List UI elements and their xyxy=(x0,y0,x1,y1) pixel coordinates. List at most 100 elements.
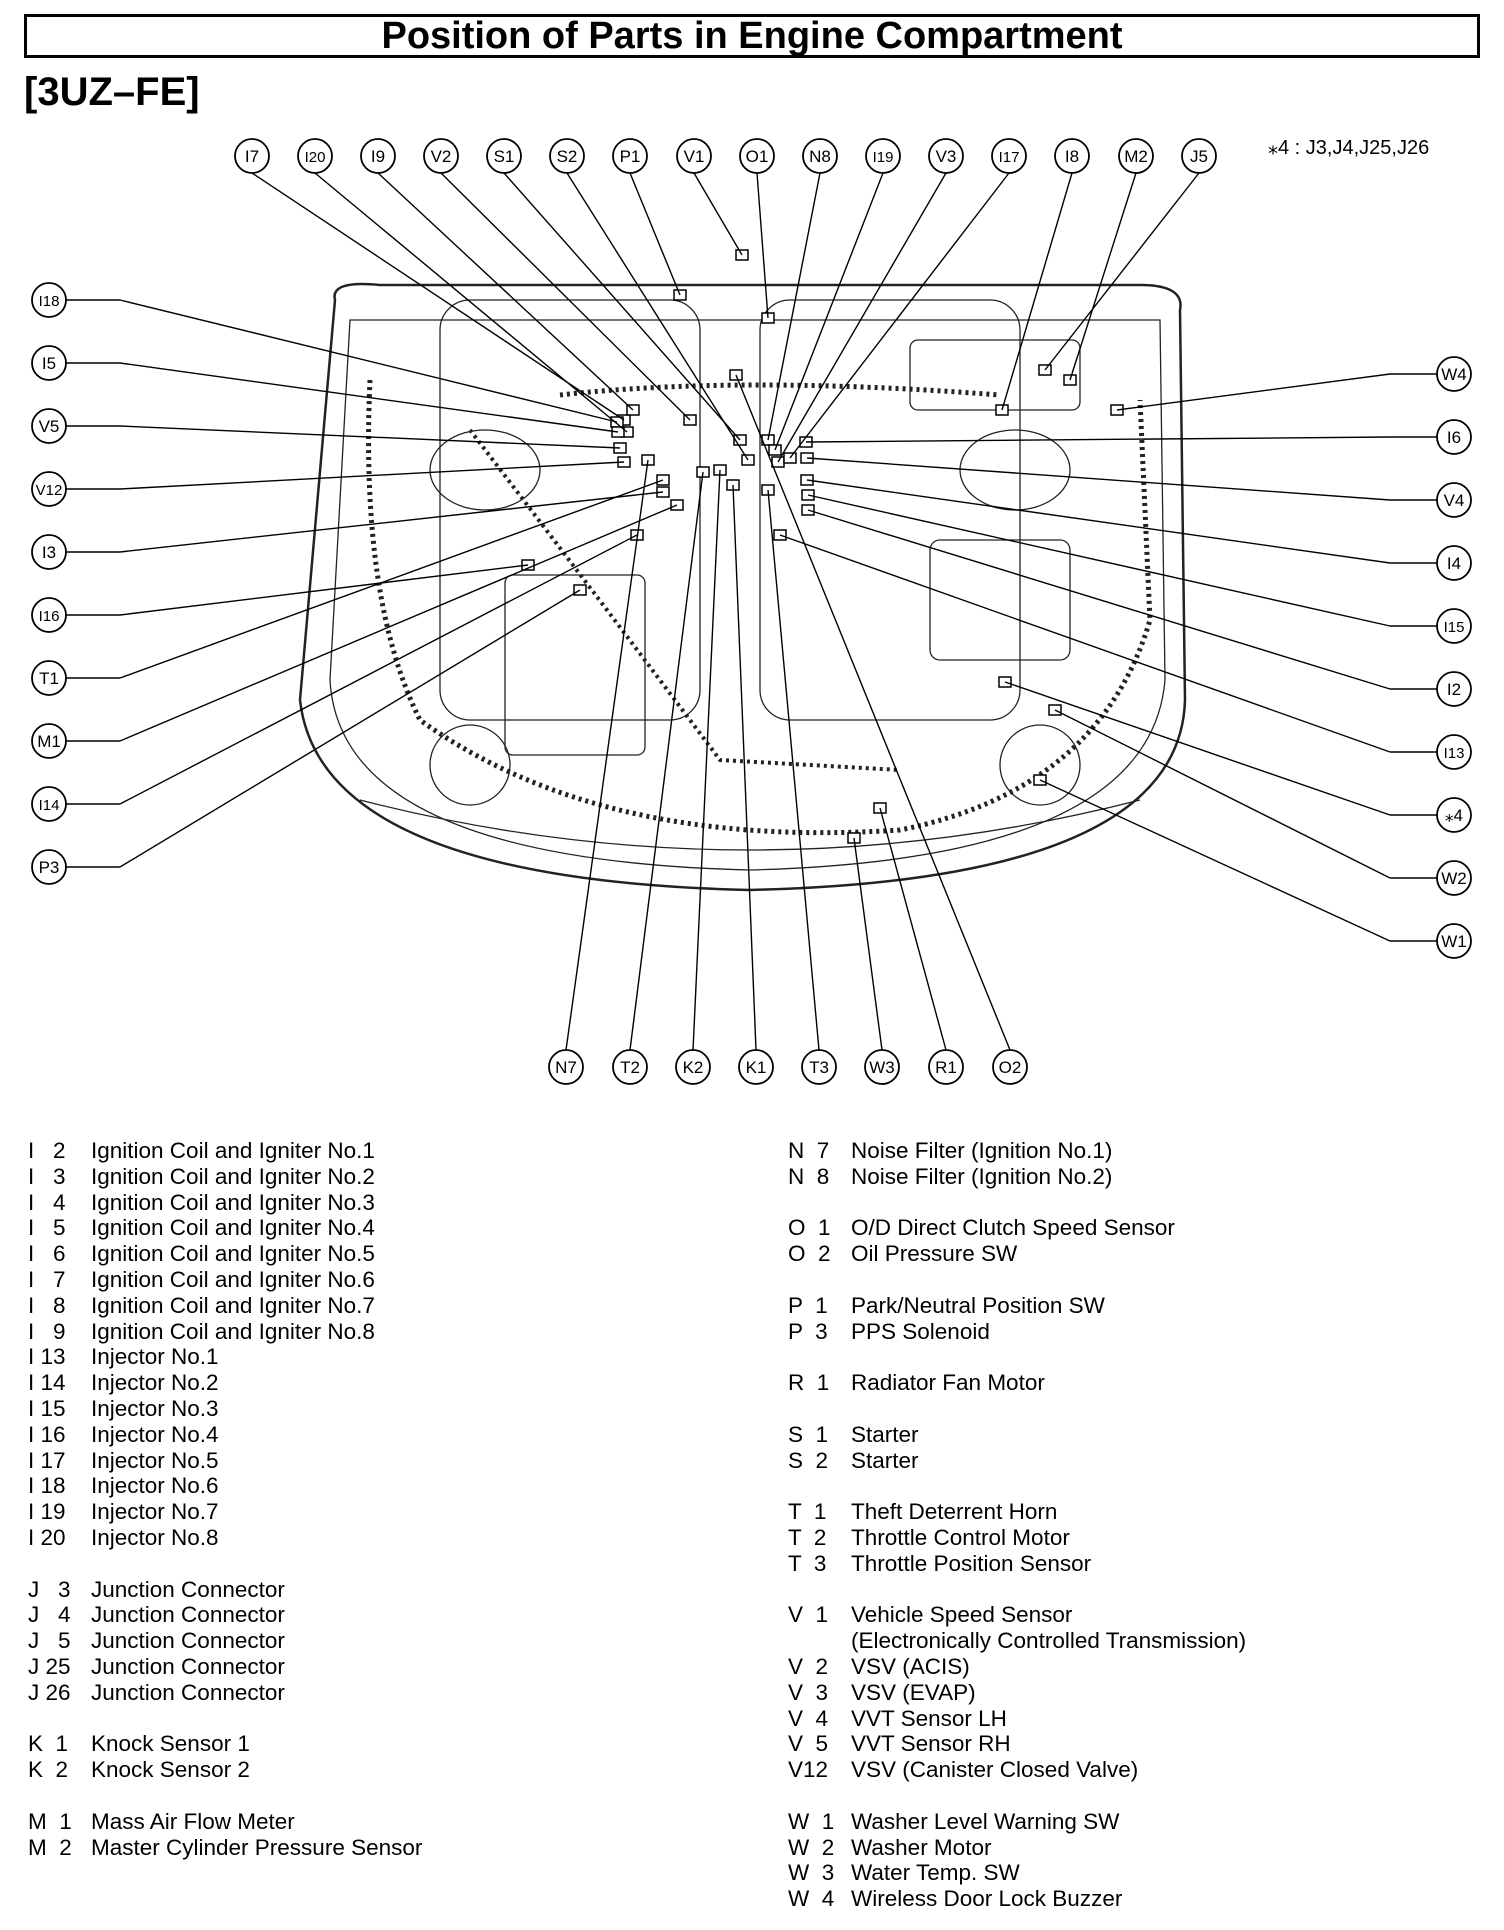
callout-V3: V3 xyxy=(928,138,964,174)
callout-text: W3 xyxy=(869,1058,895,1077)
legend-name: Starter xyxy=(851,1421,919,1447)
legend-code: J 3 xyxy=(28,1576,71,1602)
leader-line xyxy=(119,589,581,868)
callout-text: W1 xyxy=(1441,932,1467,951)
leader-line xyxy=(629,471,704,1051)
legend-name: Ignition Coil and Igniter No.2 xyxy=(91,1163,375,1189)
legend-name: Injector No.4 xyxy=(91,1421,219,1447)
leader-line xyxy=(119,564,529,616)
legend-code: I 9 xyxy=(28,1318,66,1344)
legend-code: I 19 xyxy=(28,1499,66,1525)
callout-W4: W4 xyxy=(1436,356,1472,392)
callout-text: V12 xyxy=(36,482,63,499)
legend-name: Wireless Door Lock Buzzer xyxy=(851,1886,1123,1912)
callout-text: I20 xyxy=(305,149,326,166)
callout-text: I16 xyxy=(39,608,60,625)
legend-code: I 5 xyxy=(28,1215,66,1241)
legend-code: R 1 xyxy=(788,1370,830,1396)
callout-text: W2 xyxy=(1441,869,1467,888)
legend-code: V12 xyxy=(788,1757,829,1783)
leader-line xyxy=(805,436,1391,443)
legend-code: V 5 xyxy=(788,1731,829,1757)
callout-text: O1 xyxy=(746,147,769,166)
legend-name: Vehicle Speed Sensor xyxy=(851,1602,1073,1628)
leader-line xyxy=(853,837,883,1051)
callout-circle xyxy=(31,345,67,381)
callout-text: I5 xyxy=(42,354,56,373)
leader-line xyxy=(629,172,681,296)
leader-line xyxy=(377,172,634,411)
legend-name: Ignition Coil and Igniter No.4 xyxy=(91,1215,375,1241)
callout-text: W4 xyxy=(1441,365,1467,384)
callout-text: M2 xyxy=(1124,147,1148,166)
callout-circle xyxy=(1436,734,1472,770)
legend-code: J 26 xyxy=(28,1679,71,1705)
callout-circle xyxy=(31,723,67,759)
callout-circle xyxy=(1436,608,1472,644)
callout-R1: R1 xyxy=(928,1049,964,1085)
callout-circle xyxy=(31,282,67,318)
legend-name: VVT Sensor RH xyxy=(851,1731,1011,1757)
leader-line xyxy=(565,459,649,1051)
callout-T3: T3 xyxy=(801,1049,837,1085)
callout-circle xyxy=(1436,419,1472,455)
legend-name: Ignition Coil and Igniter No.1 xyxy=(91,1138,375,1163)
callout-circle xyxy=(486,138,522,174)
leader-line xyxy=(119,425,621,449)
leader-line xyxy=(777,172,947,463)
callout-circle xyxy=(675,1049,711,1085)
legend-code: I 14 xyxy=(28,1370,66,1396)
legend-item: I 5 Ignition Coil and Igniter No.4 xyxy=(28,1215,422,1241)
callout-I4: I4 xyxy=(1436,545,1472,581)
callout-text: J5 xyxy=(1190,147,1208,166)
legend-code: I 8 xyxy=(28,1292,66,1318)
callout-circle xyxy=(865,138,901,174)
callout-circle xyxy=(612,138,648,174)
leader-line xyxy=(440,172,691,421)
leader-line xyxy=(735,374,1011,1051)
legend-code: W 1 xyxy=(788,1808,835,1834)
legend-code: O 2 xyxy=(788,1241,831,1267)
callout-M2: M2 xyxy=(1118,138,1154,174)
legend-name: Injector No.7 xyxy=(91,1499,219,1525)
legend-name: Oil Pressure SW xyxy=(851,1241,1018,1267)
callout-text: S2 xyxy=(557,147,578,166)
callout-I15: I15 xyxy=(1436,608,1472,644)
legend-name: PPS Solenoid xyxy=(851,1318,990,1344)
callout-circle xyxy=(738,1049,774,1085)
callout-circle xyxy=(31,471,67,507)
legend-item: I 19 Injector No.7 xyxy=(28,1499,422,1525)
legend-name: Injector No.5 xyxy=(91,1447,219,1473)
callout-I18: I18 xyxy=(31,282,67,318)
callout-text: T2 xyxy=(620,1058,640,1077)
legend-code: I 4 xyxy=(28,1189,66,1215)
leader-line xyxy=(503,172,741,441)
legend-name: VSV (EVAP) xyxy=(851,1679,976,1705)
legend-code: I 16 xyxy=(28,1421,66,1447)
callout-text: T1 xyxy=(39,669,59,688)
callout-I20: I20 xyxy=(297,138,333,174)
legend-code: I 20 xyxy=(28,1524,66,1550)
legend-code xyxy=(788,1628,851,1654)
callout-W2: W2 xyxy=(1436,860,1472,896)
legend-code: T 3 xyxy=(788,1550,827,1576)
callout-I9: I9 xyxy=(360,138,396,174)
legend-code: I 18 xyxy=(28,1473,66,1499)
callout-circle xyxy=(991,138,1027,174)
leader-line xyxy=(119,504,678,742)
legend-name: Master Cylinder Pressure Sensor xyxy=(91,1834,423,1860)
leader-line xyxy=(789,172,1010,459)
callout-text: I6 xyxy=(1447,428,1461,447)
